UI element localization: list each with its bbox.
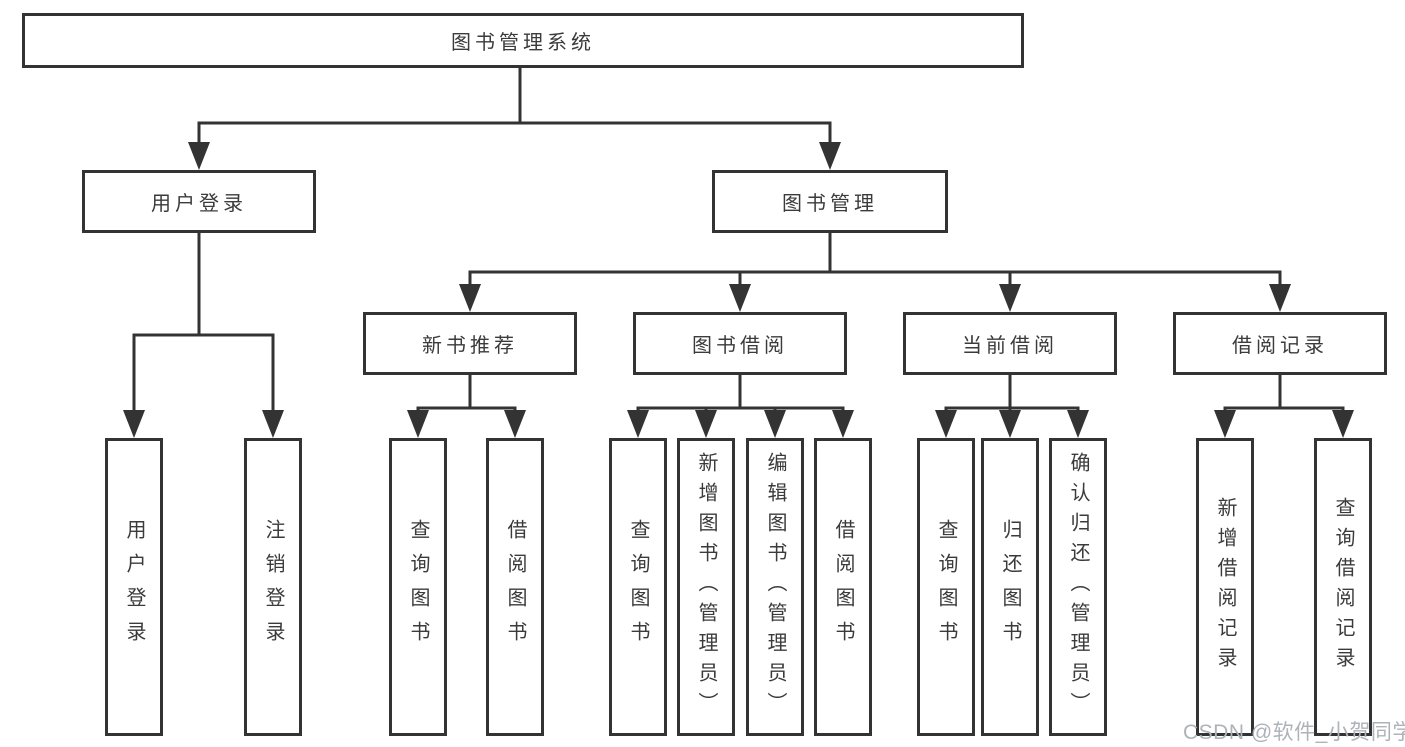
leaf-node-add-book-admin: 新增图书（管理员） xyxy=(677,438,735,736)
leaf-node-borrow-books-recommend: 借阅图书 xyxy=(486,438,544,736)
node-book-management: 图书管理 xyxy=(712,170,948,233)
node-label: 用户登录 xyxy=(151,193,247,215)
leaf-node-borrow-books-borrowing: 借阅图书 xyxy=(814,438,872,736)
node-label: 图书管理系统 xyxy=(451,32,595,54)
node-label: 编辑图书（管理员） xyxy=(764,452,786,722)
leaf-node-logout: 注销登录 xyxy=(244,438,302,736)
csdn-watermark: CSDN @软件_小贺同学 xyxy=(1183,721,1405,744)
leaf-node-query-borrow-record: 查询借阅记录 xyxy=(1314,438,1372,736)
node-label: 借阅图书 xyxy=(832,519,854,655)
node-label: 确认归还（管理员） xyxy=(1067,452,1089,722)
node-book-borrowing: 图书借阅 xyxy=(633,312,847,375)
node-label: 新增借阅记录 xyxy=(1214,497,1236,677)
node-label: 图书管理 xyxy=(782,193,878,215)
leaf-node-confirm-return-admin: 确认归还（管理员） xyxy=(1049,438,1107,736)
node-label: 新书推荐 xyxy=(422,335,518,357)
node-label: 借阅记录 xyxy=(1232,335,1328,357)
node-label: 查询图书 xyxy=(627,519,649,655)
node-label: 归还图书 xyxy=(999,519,1021,655)
node-label: 查询图书 xyxy=(935,519,957,655)
leaf-node-query-books-current: 查询图书 xyxy=(917,438,975,736)
node-new-book-recommendation: 新书推荐 xyxy=(363,312,577,375)
node-library-management-system: 图书管理系统 xyxy=(22,13,1024,68)
node-label: 当前借阅 xyxy=(962,335,1058,357)
node-label: 借阅图书 xyxy=(504,519,526,655)
leaf-node-edit-book-admin: 编辑图书（管理员） xyxy=(746,438,804,736)
node-user-login: 用户登录 xyxy=(82,170,316,233)
leaf-node-add-borrow-record: 新增借阅记录 xyxy=(1196,438,1254,736)
node-label: 新增图书（管理员） xyxy=(695,452,717,722)
node-label: 用户登录 xyxy=(123,519,145,655)
node-label: 查询图书 xyxy=(407,519,429,655)
node-current-borrowing: 当前借阅 xyxy=(903,312,1117,375)
leaf-node-query-books-borrowing: 查询图书 xyxy=(609,438,667,736)
node-borrowing-records: 借阅记录 xyxy=(1173,312,1387,375)
leaf-node-return-books: 归还图书 xyxy=(981,438,1039,736)
node-label: 注销登录 xyxy=(262,519,284,655)
arrowhead-icons xyxy=(123,142,1354,438)
leaf-node-query-books-recommend: 查询图书 xyxy=(389,438,447,736)
node-label: 图书借阅 xyxy=(692,335,788,357)
node-label: 查询借阅记录 xyxy=(1332,497,1354,677)
leaf-node-user-login: 用户登录 xyxy=(105,438,163,736)
